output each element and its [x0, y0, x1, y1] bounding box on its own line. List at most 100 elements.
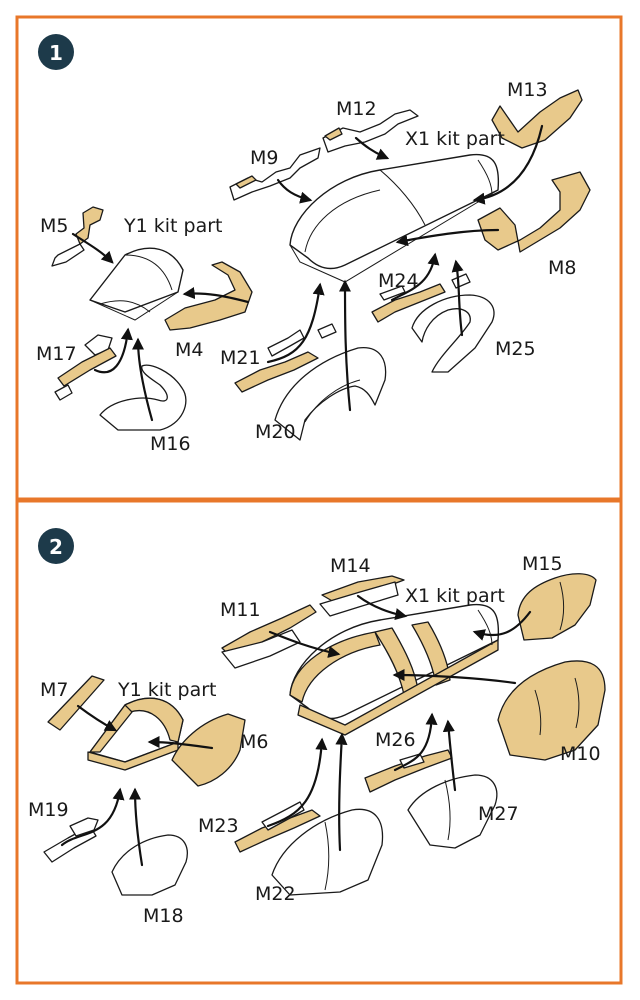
arrow-m25: [451, 259, 464, 337]
arrow-m9: [276, 178, 313, 204]
arrow-m15: [472, 610, 532, 641]
label-m18: M18: [143, 905, 184, 927]
mask-m19-top: [69, 817, 99, 837]
label-m6: M6: [240, 731, 268, 753]
mask-m15: [517, 573, 597, 641]
label-m5: M5: [40, 215, 68, 237]
x1-kit-part-step2: [289, 603, 500, 736]
step-1-panel: 1: [15, 15, 623, 501]
arrow-m10: [392, 668, 517, 685]
arrow-m27: [442, 719, 457, 792]
mask-m6: [171, 713, 246, 787]
mask-m11-lower: [221, 629, 301, 669]
mask-m5-frame: [51, 243, 85, 267]
label-y1-kit-part: Y1 kit part: [123, 215, 222, 237]
step-1-badge-circle: [38, 34, 74, 70]
label-m27: M27: [478, 803, 519, 825]
step-1-badge: 1: [38, 34, 74, 70]
arrow-m7: [76, 704, 118, 732]
label-m17: M17: [36, 343, 77, 365]
step-2-badge: 2: [38, 528, 74, 564]
arrow-m11: [268, 630, 341, 658]
arrow-m8: [395, 228, 500, 247]
arrow-m5: [71, 232, 114, 264]
arrow-m6: [147, 735, 214, 750]
label-m11: M11: [220, 599, 261, 621]
step-1-badge-number: 1: [49, 41, 63, 65]
mask-m4: [164, 261, 253, 331]
mask-m10-line1: [534, 689, 542, 736]
label-m24: M24: [378, 270, 419, 292]
arrow-m21: [266, 282, 325, 364]
mask-m27: [407, 774, 498, 849]
arrow-m16: [131, 337, 154, 422]
arrow-m23: [266, 737, 328, 828]
label-m4: M4: [175, 339, 203, 361]
x1-frame-front: [289, 631, 381, 703]
arrow-m22: [335, 732, 348, 852]
label-x1-kit-part-2: X1 kit part: [405, 585, 505, 607]
label-m19: M19: [28, 799, 69, 821]
arrow-m19: [60, 787, 125, 847]
mask-m17-strip: [57, 347, 117, 387]
arrow-m12: [354, 136, 390, 160]
step-2-badge-number: 2: [49, 535, 63, 559]
mask-m14-lower: [319, 581, 399, 617]
mask-m24-tab: [451, 273, 471, 289]
label-m22: M22: [255, 883, 296, 905]
mask-m23-top: [261, 801, 305, 831]
mask-m17-tab: [54, 384, 73, 401]
label-m15: M15: [522, 553, 563, 575]
mask-m12: [322, 109, 419, 153]
label-m14: M14: [330, 555, 371, 577]
mask-m15-line: [559, 581, 565, 631]
mask-m8: [477, 171, 591, 253]
arrow-m18: [128, 787, 144, 867]
label-m16: M16: [150, 433, 191, 455]
arrow-m20: [338, 279, 352, 412]
mask-m16: [99, 364, 187, 431]
label-m26: M26: [375, 729, 416, 751]
arrow-m24: [390, 252, 440, 302]
step-2-arrows: [60, 594, 532, 867]
mask-m7: [47, 675, 105, 731]
arrow-m14: [356, 594, 408, 621]
arrow-m26: [393, 712, 438, 772]
y1-kit-part-step1: [89, 247, 184, 321]
step-2-panel: 2: [15, 499, 623, 985]
mask-m18: [111, 834, 188, 896]
arrow-m4: [182, 287, 250, 304]
mask-m22: [271, 808, 384, 896]
mask-m10: [497, 660, 606, 761]
label-y1-kit-part-2: Y1 kit part: [117, 679, 216, 701]
mask-m13: [491, 89, 583, 149]
x1-frame-sill: [297, 639, 499, 736]
mask-m5: [75, 206, 104, 245]
label-m13: M13: [507, 79, 548, 101]
label-x1-kit-part: X1 kit part: [405, 128, 505, 150]
mask-m20-inner: [304, 379, 361, 423]
label-m10: M10: [560, 743, 601, 765]
label-m8: M8: [548, 257, 576, 279]
mask-m9: [229, 147, 321, 201]
label-m20: M20: [255, 421, 296, 443]
step-1-arrows: [71, 124, 544, 422]
mask-m10-line2: [574, 677, 580, 729]
mask-m22-line: [324, 821, 330, 891]
label-m9: M9: [250, 147, 278, 169]
mask-m21: [234, 351, 319, 393]
mask-m24: [371, 283, 446, 323]
label-m12: M12: [336, 98, 377, 120]
mask-m9-strip: [235, 175, 257, 189]
x1-kit-part-step1: [289, 153, 500, 283]
arrow-m13: [472, 124, 544, 205]
mask-m12-strip: [324, 127, 343, 141]
label-m7: M7: [40, 679, 68, 701]
label-m23: M23: [198, 815, 239, 837]
mask-m21-tab: [317, 323, 337, 339]
label-m25: M25: [495, 338, 536, 360]
x1-frame-rear: [411, 621, 451, 686]
step-2-badge-circle: [38, 528, 74, 564]
arrow-m17: [93, 327, 133, 374]
